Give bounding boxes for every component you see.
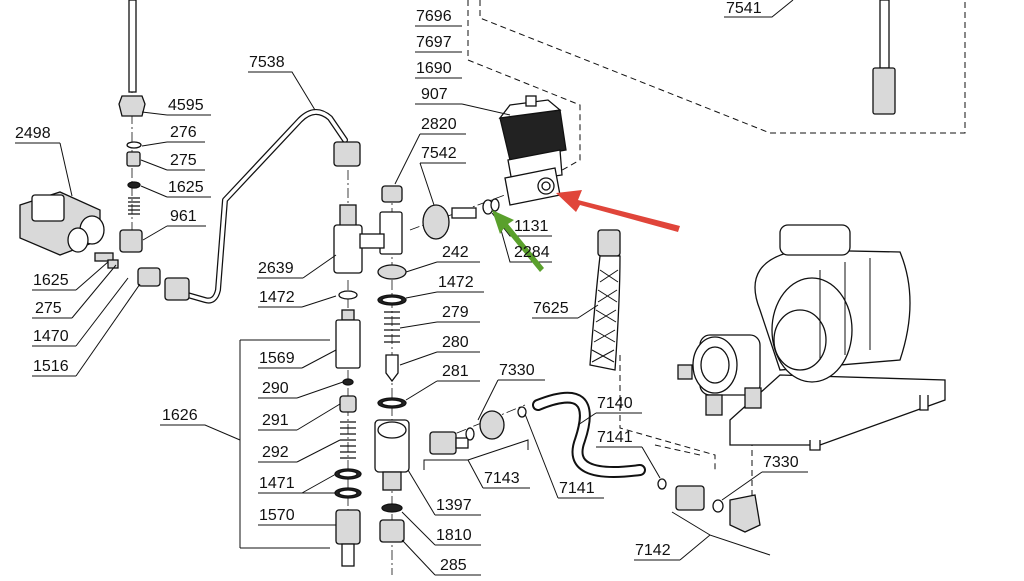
label-281: 281 <box>442 363 469 380</box>
label-1569: 1569 <box>259 350 295 367</box>
label-7143: 7143 <box>484 470 520 487</box>
label-1625-b: 1625 <box>33 272 69 289</box>
label-275: 275 <box>170 152 197 169</box>
label-2820: 2820 <box>421 116 457 133</box>
nut-7542 <box>422 198 500 240</box>
pipe-7538 <box>164 109 361 304</box>
label-1570: 1570 <box>259 507 295 524</box>
part-labels: 7696 7697 1690 907 7541 7538 4595 276 27… <box>15 0 799 574</box>
label-2284: 2284 <box>514 244 550 261</box>
label-1470: 1470 <box>33 328 69 345</box>
hose-7140 <box>517 391 667 490</box>
rings-stack-center <box>377 264 407 409</box>
label-280: 280 <box>442 334 469 351</box>
braided-hose-7625 <box>589 229 621 371</box>
label-1810: 1810 <box>436 527 472 544</box>
label-1397: 1397 <box>436 497 472 514</box>
label-7696: 7696 <box>416 8 452 25</box>
label-7142: 7142 <box>635 542 671 559</box>
label-1690: 1690 <box>416 60 452 77</box>
label-2639: 2639 <box>258 260 294 277</box>
green-arrow-icon <box>492 210 544 272</box>
label-276: 276 <box>170 124 197 141</box>
label-1516: 1516 <box>33 358 69 375</box>
leader-lines <box>15 0 808 576</box>
valve-body-1397 <box>374 419 410 543</box>
label-7541: 7541 <box>726 0 762 17</box>
top-left-probe <box>118 0 146 117</box>
label-291: 291 <box>262 412 289 429</box>
label-1131: 1131 <box>514 218 549 235</box>
label-961: 961 <box>170 208 197 225</box>
label-7697: 7697 <box>416 34 452 51</box>
label-7330: 7330 <box>499 362 535 379</box>
label-275-b: 275 <box>35 300 62 317</box>
label-7542: 7542 <box>421 145 457 162</box>
fitting-2498 <box>19 191 161 287</box>
label-1472-b: 1472 <box>259 289 295 306</box>
label-285: 285 <box>440 557 467 574</box>
solenoid-valve-907 <box>498 95 567 206</box>
small-parts-left <box>119 141 143 253</box>
label-279: 279 <box>442 304 469 321</box>
label-1472: 1472 <box>438 274 474 291</box>
label-7141: 7141 <box>597 429 633 446</box>
label-1471: 1471 <box>259 475 295 492</box>
fitting-group-7142 <box>675 485 761 533</box>
red-arrow-icon <box>556 190 680 232</box>
rings-stack-left <box>334 290 362 567</box>
tee-fitting-2639 <box>333 185 403 274</box>
top-right-probe <box>872 0 896 115</box>
label-7330-b: 7330 <box>763 454 799 471</box>
label-4595: 4595 <box>168 97 204 114</box>
label-2498: 2498 <box>15 125 51 142</box>
label-290: 290 <box>262 380 289 397</box>
label-7625: 7625 <box>533 300 569 317</box>
label-7140: 7140 <box>597 395 633 412</box>
highlight-arrows <box>492 190 680 272</box>
label-292: 292 <box>262 444 289 461</box>
label-1626: 1626 <box>162 407 198 424</box>
pump-assembly <box>677 224 946 451</box>
label-7538: 7538 <box>249 54 285 71</box>
fitting-group-7143 <box>429 410 505 455</box>
label-7141-b: 7141 <box>559 480 595 497</box>
label-907: 907 <box>421 86 448 103</box>
label-1625: 1625 <box>168 179 204 196</box>
label-242: 242 <box>442 244 469 261</box>
